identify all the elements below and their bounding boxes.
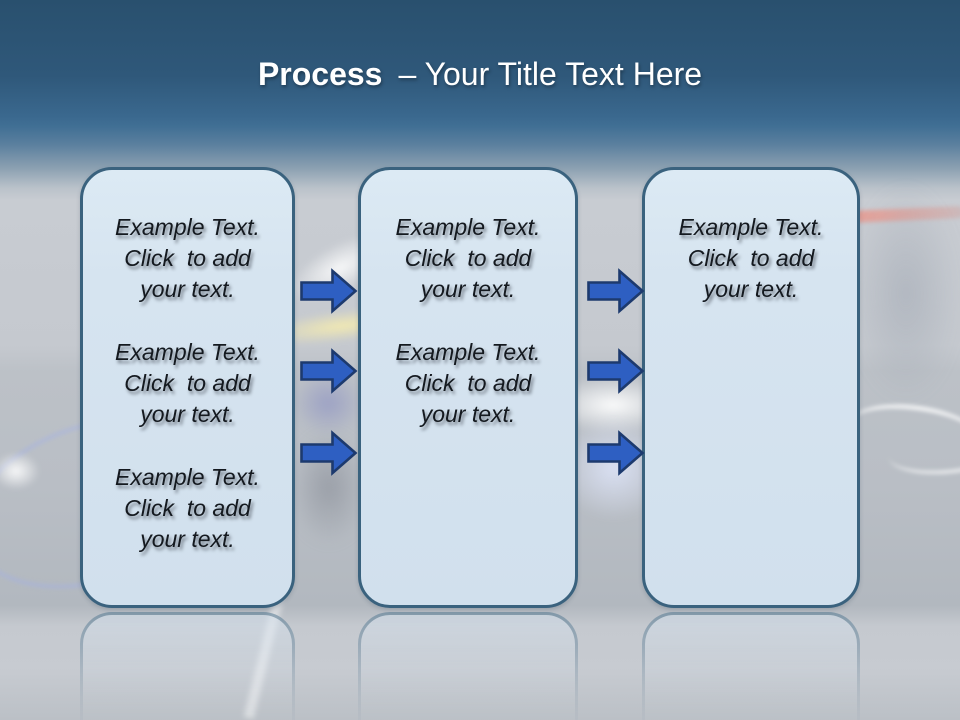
text-placeholder[interactable]: Example Text. Click to add your text. — [678, 214, 824, 302]
right-arrow-icon[interactable] — [300, 268, 358, 314]
process-box-step-2[interactable]: Example Text. Click to add your text. Ex… — [358, 167, 578, 608]
right-arrow-icon[interactable] — [587, 430, 645, 476]
box-reflection — [642, 612, 860, 720]
process-box-step-3[interactable]: Example Text. Click to add your text. — [642, 167, 860, 608]
process-box-step-1[interactable]: Example Text. Click to add your text. Ex… — [80, 167, 295, 608]
header-gradient — [0, 0, 960, 200]
right-arrow-icon[interactable] — [587, 348, 645, 394]
title-keyword: Process — [257, 56, 383, 92]
text-placeholder[interactable]: Example Text. Click to add your text. — [115, 464, 260, 552]
text-placeholder[interactable]: Example Text. Click to add your text. — [115, 214, 260, 302]
text-placeholder[interactable]: Example Text. Click to add your text. — [395, 214, 541, 302]
right-arrow-icon[interactable] — [300, 348, 358, 394]
box-reflection — [358, 612, 578, 720]
box-reflection — [80, 612, 295, 720]
text-placeholder[interactable]: Example Text. Click to add your text. — [115, 339, 260, 427]
right-arrow-icon[interactable] — [587, 268, 645, 314]
slide-title[interactable]: Process – Your Title Text Here — [0, 55, 960, 93]
text-placeholder[interactable]: Example Text. Click to add your text. — [395, 339, 541, 427]
box-reflections — [0, 612, 960, 720]
right-arrow-icon[interactable] — [300, 430, 358, 476]
title-subtitle: – Your Title Text Here — [398, 56, 703, 92]
